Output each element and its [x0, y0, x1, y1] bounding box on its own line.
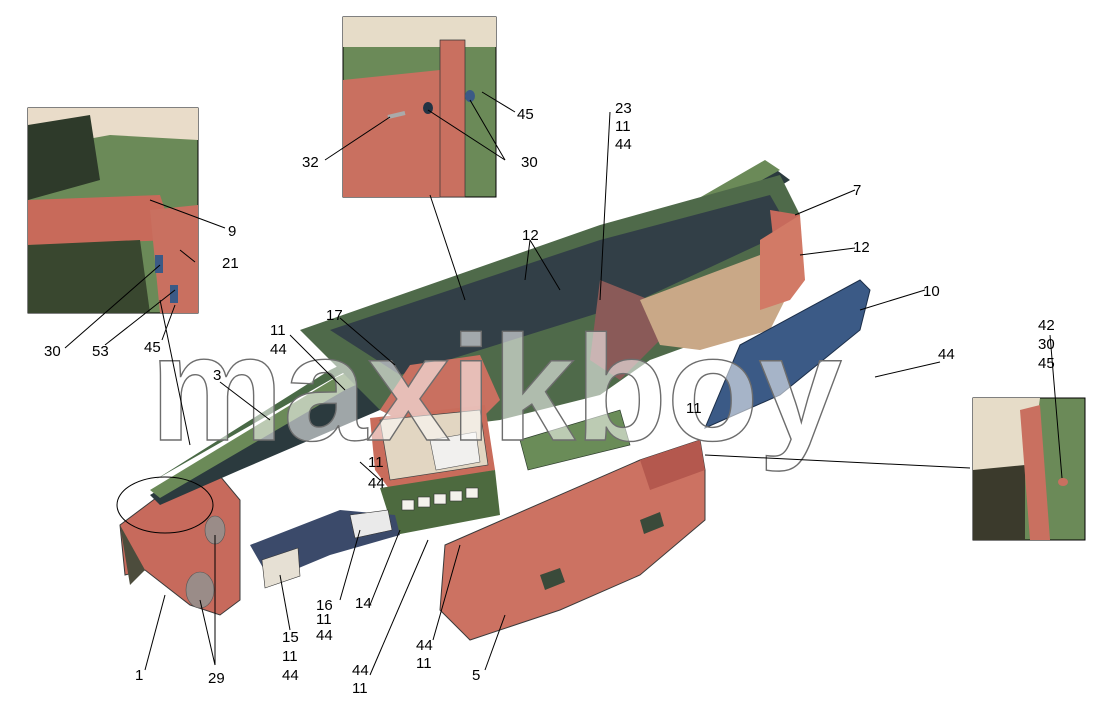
label-14: 14 [355, 595, 372, 612]
label-16-44: 44 [316, 627, 333, 644]
label-42-30: 30 [1038, 336, 1055, 353]
part-labels: 1 3 5 7 9 10 11 44 12 12 14 15 11 44 16 … [44, 100, 1055, 697]
label-30-top: 30 [521, 154, 538, 171]
label-1: 1 [135, 667, 143, 684]
label-44-bottom-11: 11 [352, 680, 368, 697]
label-17: 17 [326, 307, 343, 324]
label-42: 42 [1038, 317, 1055, 334]
label-44-glove: 44 [416, 637, 433, 654]
label-30-left: 30 [44, 343, 61, 360]
label-45-left: 45 [144, 339, 161, 356]
console-buttons [401, 487, 479, 511]
label-10: 10 [923, 283, 940, 300]
label-11: 11 [270, 322, 286, 339]
label-11-center-44: 44 [368, 475, 385, 492]
inset-right [972, 397, 1086, 541]
label-11-right: 11 [686, 400, 702, 417]
label-45-top: 45 [517, 106, 534, 123]
label-9: 9 [228, 223, 236, 240]
label-15-11: 11 [282, 648, 298, 665]
label-23: 23 [615, 100, 632, 117]
label-15-44: 44 [282, 667, 299, 684]
label-44-glove-11: 11 [416, 655, 432, 672]
label-21: 21 [222, 255, 239, 272]
label-16: 16 [316, 597, 333, 614]
label-23-44: 44 [615, 136, 632, 153]
watermark: maxikboy [150, 304, 842, 472]
dashboard-assembly [116, 160, 871, 641]
label-12-right: 12 [853, 239, 870, 256]
label-16-11: 11 [316, 611, 332, 628]
label-7: 7 [853, 182, 861, 199]
label-29: 29 [208, 670, 225, 687]
label-23-11: 11 [615, 118, 631, 135]
inset-top [342, 16, 497, 198]
label-53: 53 [92, 343, 109, 360]
label-44-right: 44 [938, 346, 955, 363]
label-11-center: 11 [368, 454, 384, 471]
inset-left [27, 107, 199, 314]
label-12: 12 [522, 227, 539, 244]
label-11-44: 44 [270, 341, 287, 358]
leader-lines [64, 91, 1063, 676]
label-15: 15 [282, 629, 299, 646]
label-3: 3 [213, 367, 221, 384]
label-42-45: 45 [1038, 355, 1055, 372]
label-5: 5 [472, 667, 480, 684]
label-44-bottom: 44 [352, 662, 369, 679]
label-32: 32 [302, 154, 319, 171]
